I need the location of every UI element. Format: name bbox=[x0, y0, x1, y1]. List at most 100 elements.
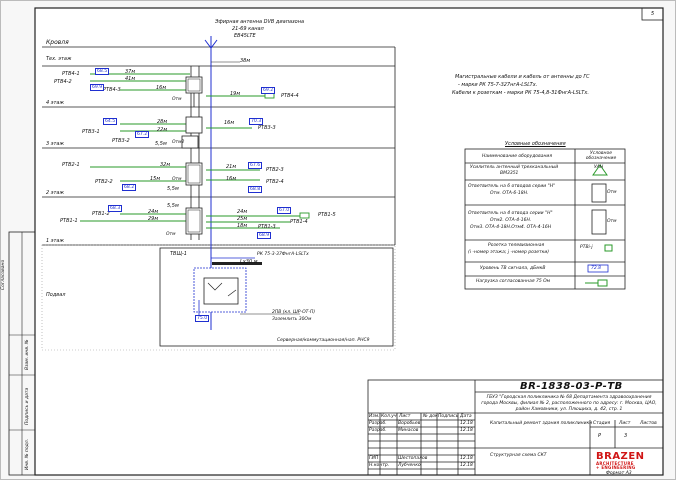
socket-label: РТВ3-3 bbox=[258, 125, 276, 131]
legend-item: BM3351 bbox=[500, 171, 519, 176]
floor-roof: Кровля bbox=[46, 39, 69, 46]
sheet-value: 3 bbox=[624, 433, 628, 439]
cable-length: Lx30 м bbox=[240, 259, 258, 265]
level-box: 68.9 bbox=[257, 232, 272, 239]
legend-item: Ответвитель на 4 отвода серии "Н" bbox=[468, 211, 553, 216]
col-header: Дата bbox=[460, 414, 472, 419]
legend-item: Розетка телевизионная bbox=[488, 243, 545, 248]
sheet-number: 5 bbox=[651, 11, 655, 17]
drawing-code: BR-1838-03-P-ТВ bbox=[520, 381, 623, 392]
legend-item: Ответвитель на 6 отводов серии "Н" bbox=[468, 184, 556, 189]
role: Разраб. bbox=[369, 428, 387, 433]
legend-symbol: Отм bbox=[607, 219, 617, 224]
cable-length: 24м bbox=[237, 209, 248, 215]
col-header: Подпись bbox=[438, 414, 459, 419]
legend-symbol: 72.8 bbox=[591, 266, 602, 271]
socket-label: РТВ2-2 bbox=[95, 179, 113, 185]
level-box: 67.6 bbox=[248, 162, 263, 169]
socket-label: РТВ1-3 bbox=[258, 224, 276, 230]
splitter-label: Отм bbox=[166, 232, 176, 237]
socket-label: РТВ4-4 bbox=[281, 93, 299, 99]
level-box: 68.2 bbox=[122, 184, 137, 191]
cable-length: 16м bbox=[156, 85, 167, 91]
sheets-header: Листов bbox=[640, 421, 657, 426]
legend-col-header: Условное обозначение bbox=[585, 151, 617, 161]
note-line: Кабели к розеткам - марки РК 75-4,8-З1Фн… bbox=[452, 90, 589, 96]
side-stamp: Инв. № подл. bbox=[25, 438, 30, 470]
legend-item: Усилитель антенный трехканальный bbox=[470, 165, 559, 170]
cable-length: 25м bbox=[237, 216, 248, 222]
legend-symbol: УАН bbox=[594, 165, 604, 170]
cable-length: 16м bbox=[224, 120, 235, 126]
person-name: Воробьев bbox=[398, 421, 421, 426]
brand-logo-sub: ARCHITECTURE bbox=[596, 461, 634, 466]
antenna-label-2: 21-69 канал bbox=[232, 26, 264, 32]
person-name: Минасов bbox=[398, 428, 419, 433]
splitter-label: Отм2 bbox=[172, 140, 185, 145]
col-header: Изм. bbox=[369, 414, 380, 419]
stage-header: Стадия bbox=[593, 421, 611, 426]
legend-title: Условные обозначения bbox=[505, 141, 566, 147]
legend-item: (i -номер этажа; j -номер розетки) bbox=[468, 250, 550, 255]
role: Н.контр. bbox=[369, 463, 390, 468]
floor-2: 2 этаж bbox=[46, 190, 64, 196]
sign-date: 12.18 bbox=[460, 456, 473, 461]
floor-1: 1 этаж bbox=[46, 238, 64, 244]
legend-item: Отм. ОТА-6-18Н. bbox=[490, 191, 529, 196]
legend-symbol: РТВi-j bbox=[580, 245, 593, 250]
brand-logo: BRAZEN bbox=[596, 451, 645, 462]
level-box: 68.3 bbox=[108, 205, 123, 212]
side-stamp: Взам. инв. № bbox=[25, 339, 30, 370]
role: ГИП bbox=[369, 456, 379, 461]
legend-item: Уровень ТВ сигнала, дБмкВ bbox=[480, 266, 546, 271]
cable-length: 5,5м bbox=[167, 186, 179, 192]
sign-date: 12.18 bbox=[460, 421, 473, 426]
level-box: 69.9 bbox=[90, 84, 105, 91]
cable-note: РК 75-3-37ФнгA-LSLTx bbox=[257, 252, 309, 257]
person-name: Лубченко bbox=[398, 463, 421, 468]
level-box: 68.5 bbox=[95, 68, 110, 75]
sheet-header: Лист bbox=[619, 421, 631, 426]
cabinet-label: ТВЩ-1 bbox=[170, 251, 187, 257]
cable-length: 41м bbox=[125, 76, 136, 82]
project-address: ГБУЗ "Городская поликлиника № 68 Департа… bbox=[481, 395, 657, 412]
legend-item: Нагрузка согласованная 75 Ом bbox=[476, 279, 551, 284]
ground-label: Заземлить 30Ом bbox=[272, 317, 312, 322]
cable-length: 37м bbox=[125, 69, 136, 75]
stage-value: Р bbox=[598, 433, 602, 439]
side-stamp: Согласовано bbox=[1, 259, 6, 290]
legend-symbol: Отм bbox=[607, 190, 617, 195]
format-label: Формат А3 bbox=[606, 471, 632, 476]
cable-length: 24м bbox=[148, 209, 159, 215]
antenna-label-3: EB45LTE bbox=[234, 33, 256, 39]
col-header: Лист bbox=[399, 414, 411, 419]
sheet-name: Структурная схема СКТ bbox=[490, 453, 547, 458]
legend-item: Отм2. ОТА-4-16Н. bbox=[490, 218, 532, 223]
socket-label: РТВ2-1 bbox=[62, 162, 80, 168]
level-box: 75.0 bbox=[195, 315, 210, 322]
sign-date: 12.18 bbox=[460, 463, 473, 468]
side-stamp: Подпись и дата bbox=[25, 387, 30, 425]
sign-date: 12.18 bbox=[460, 428, 473, 433]
socket-label: РТВ1-2 bbox=[92, 211, 110, 217]
col-header: Кол.уч bbox=[381, 414, 397, 419]
socket-label: РТВ1-5 bbox=[318, 212, 336, 218]
length-tech: 38м bbox=[240, 58, 251, 64]
note-line: - марки РК 75-7-327нгA-LSLTx. bbox=[458, 82, 538, 88]
splitter-label: Отм bbox=[172, 97, 182, 102]
legend-col-header: Наименование оборудования bbox=[482, 154, 553, 159]
splitter-label: Отм bbox=[172, 177, 182, 182]
floor-tech: Тех. этаж bbox=[46, 56, 72, 62]
cable-length: 18м bbox=[237, 223, 248, 229]
level-box: 69.2 bbox=[261, 87, 276, 94]
socket-label: РТВ1-1 bbox=[60, 218, 78, 224]
brand-logo-sub: + ENGINEERING bbox=[596, 465, 636, 470]
note-line: Магистральные кабели и кабель от антенны… bbox=[455, 74, 590, 80]
cable-length: 29м bbox=[148, 216, 159, 222]
object-name: Капитальный ремонт здания поликлиники bbox=[490, 421, 593, 426]
socket-label: РТВ4-1 bbox=[62, 71, 80, 77]
floor-3: 3 этаж bbox=[46, 141, 64, 147]
cable-length: 21м bbox=[226, 164, 237, 170]
